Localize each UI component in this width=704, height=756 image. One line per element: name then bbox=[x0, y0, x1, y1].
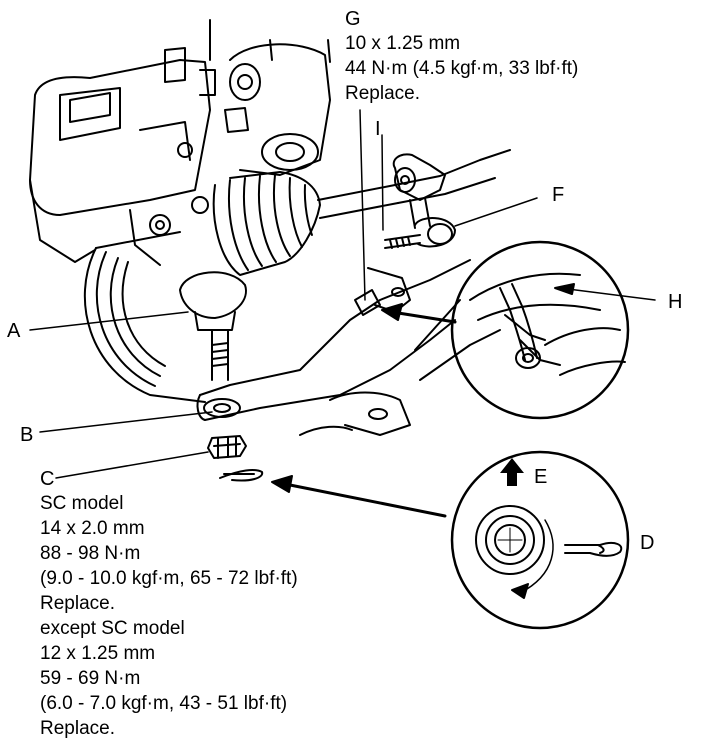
spec-c-except-note: Replace. bbox=[40, 718, 115, 739]
spec-c-sc-model: SC model bbox=[40, 493, 124, 514]
spec-c-except-size: 12 x 1.25 mm bbox=[40, 643, 156, 664]
detail-arrow-d bbox=[271, 475, 447, 518]
spec-c-sc-torque-alt: (9.0 - 10.0 kgf·m, 65 - 72 lbf·ft) bbox=[40, 568, 298, 589]
stabilizer-link bbox=[384, 153, 456, 249]
spec-c: SC model 14 x 2.0 mm 88 - 98 N·m (9.0 - … bbox=[40, 491, 298, 741]
spec-g: 10 x 1.25 mm 44 N·m (4.5 kgf·m, 33 lbf·f… bbox=[345, 31, 578, 106]
steering-knuckle bbox=[224, 39, 331, 176]
callout-h: H bbox=[668, 291, 683, 313]
callout-d: D bbox=[640, 532, 655, 554]
spec-c-except-model: except SC model bbox=[40, 618, 185, 639]
callout-a: A bbox=[7, 320, 21, 342]
brake-disc bbox=[83, 231, 206, 403]
callout-c: C bbox=[40, 468, 55, 490]
spec-g-note: Replace. bbox=[345, 83, 420, 104]
detail-circle-de bbox=[450, 450, 630, 630]
callout-b: B bbox=[20, 424, 34, 446]
spec-c-except-torque: 59 - 69 N·m bbox=[40, 668, 141, 689]
cotter-pin bbox=[219, 469, 264, 482]
callout-e: E bbox=[534, 466, 548, 488]
spec-g-size: 10 x 1.25 mm bbox=[345, 33, 461, 54]
spec-g-torque: 44 N·m (4.5 kgf·m, 33 lbf·ft) bbox=[345, 58, 579, 79]
leader-lines bbox=[29, 109, 538, 479]
detail-arrow-h bbox=[381, 303, 457, 324]
spec-c-sc-torque: 88 - 98 N·m bbox=[40, 543, 141, 564]
spec-c-sc-note: Replace. bbox=[40, 593, 115, 614]
lower-arm bbox=[196, 259, 501, 436]
spec-c-except-torque-alt: (6.0 - 7.0 kgf·m, 43 - 51 lbf·ft) bbox=[40, 693, 288, 714]
callout-g: G bbox=[345, 8, 361, 30]
brake-caliper bbox=[29, 19, 216, 266]
callout-i: I bbox=[375, 118, 381, 140]
castle-nut bbox=[207, 435, 247, 459]
callout-f: F bbox=[552, 184, 565, 206]
ball-joint bbox=[179, 271, 247, 381]
detail-circle-h bbox=[450, 240, 656, 420]
spec-c-sc-size: 14 x 2.0 mm bbox=[40, 518, 145, 539]
